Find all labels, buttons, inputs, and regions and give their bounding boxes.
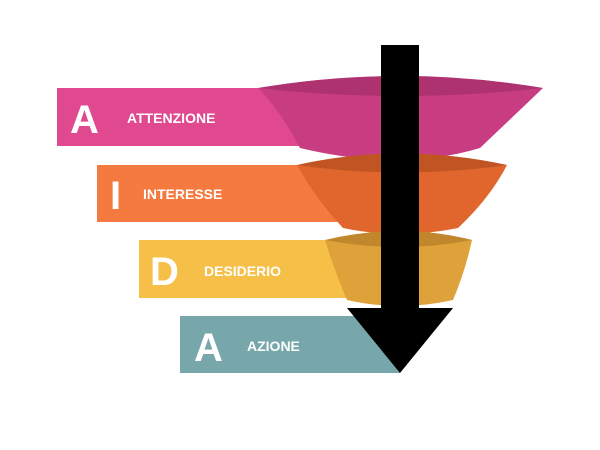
stage-interesse: I INTERESSE	[97, 153, 507, 234]
stage-azione: A AZIONE	[180, 316, 400, 373]
arrow-shaft	[381, 45, 419, 310]
stage-letter: A	[70, 98, 99, 142]
down-arrow-icon	[347, 45, 453, 373]
stage-letter: I	[110, 174, 121, 218]
stage-letter: A	[194, 326, 223, 370]
stage-label: ATTENZIONE	[127, 110, 215, 126]
stage-label: AZIONE	[247, 338, 300, 354]
stage-band	[139, 240, 359, 298]
stage-band	[180, 316, 400, 373]
arrow-head	[347, 308, 453, 373]
stage-label: INTERESSE	[143, 186, 222, 202]
stage-letter: D	[150, 250, 179, 294]
stage-band	[97, 165, 337, 222]
stage-label: DESIDERIO	[204, 263, 281, 279]
stage-attenzione: A ATTENZIONE	[57, 76, 543, 160]
stage-desiderio: D DESIDERIO	[139, 231, 472, 306]
